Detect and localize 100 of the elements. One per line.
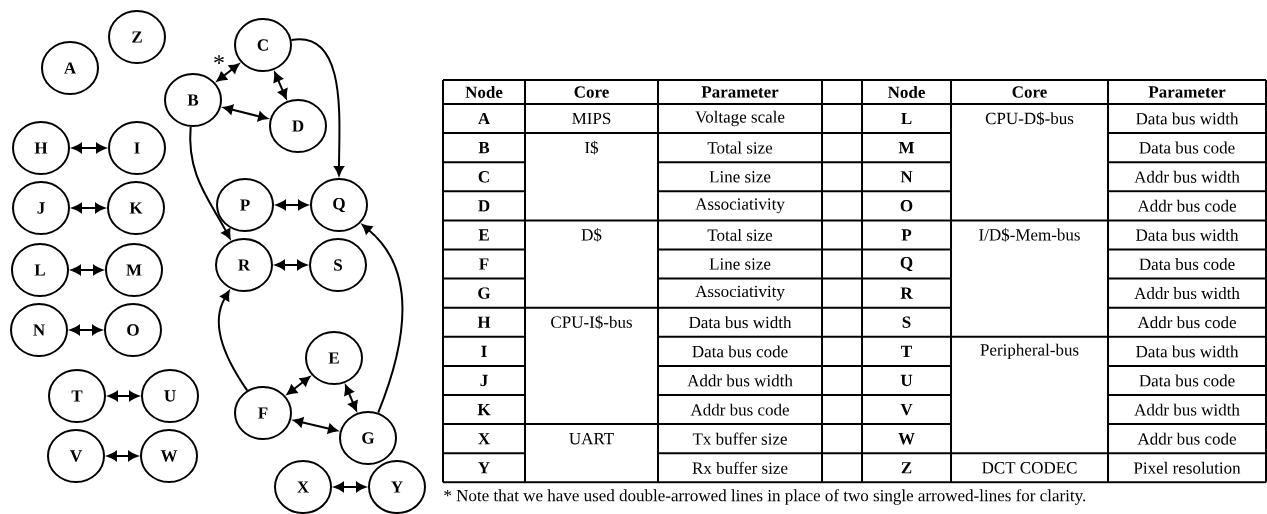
table-text: C (478, 171, 489, 183)
graph-node: G (339, 411, 397, 465)
arrow (290, 38, 344, 176)
arrow (273, 71, 288, 100)
table-text: I (481, 345, 487, 357)
table-text: F (479, 258, 489, 270)
table-text: Data bus code (1139, 374, 1235, 387)
table-text: Z (901, 462, 912, 474)
arrow (107, 451, 138, 461)
arrow (276, 200, 308, 210)
table-text: Associativity (695, 198, 785, 214)
table-text: L (901, 112, 912, 125)
arrow (293, 417, 338, 434)
graph-node: M (105, 243, 163, 297)
graph-node: X (274, 460, 332, 514)
table-text: Pixel resolution (1133, 461, 1241, 474)
table-text: H (477, 316, 491, 328)
graph-node: I (108, 121, 166, 175)
table-text: N (900, 171, 913, 183)
table-text: P (901, 229, 912, 241)
arrow (72, 143, 106, 153)
graph-node: P (216, 178, 274, 232)
footnote: * Note that we have used double-arrowed lines in place of two single arrowed-lines for clarity. (444, 489, 1086, 505)
table-text: Addr bus code (1137, 199, 1236, 212)
graph-node: D (269, 99, 327, 153)
graph-node: Q (310, 178, 368, 232)
arrow (334, 482, 366, 492)
column-header: Node (887, 86, 925, 98)
table-text: E (478, 229, 489, 241)
arrow (70, 325, 102, 335)
graph-node: U (141, 369, 199, 423)
table-text: T (901, 345, 912, 357)
graph-node: W (140, 429, 198, 483)
graph-node: T (48, 369, 106, 423)
table-text: Rx buffer size (692, 461, 788, 474)
arrow (108, 391, 139, 401)
graph-node: H (12, 121, 70, 175)
table-text: R (900, 287, 913, 299)
table-text: Addr bus code (690, 403, 789, 416)
column-header: Node (465, 86, 503, 98)
table-text: V (900, 403, 913, 416)
table-text: CPU-D$-bus (985, 111, 1074, 126)
column-header: Core (574, 86, 609, 98)
arrow (72, 203, 105, 213)
graph-node: S (309, 238, 367, 292)
arrow (217, 290, 249, 392)
arrow (71, 265, 103, 275)
table-text: K (477, 404, 491, 416)
table-text: A (478, 112, 490, 125)
column-header: Core (1012, 86, 1047, 98)
arrow (361, 224, 404, 414)
table-text: U (900, 374, 913, 387)
graph-node: R (215, 238, 273, 292)
table-text: DCT CODEC (982, 462, 1077, 474)
table-text: Total size (707, 228, 773, 241)
edge-label: * (212, 54, 226, 72)
table-text: Addr bus code (1137, 316, 1236, 329)
graph-node: E (305, 331, 363, 385)
arrow (286, 376, 311, 395)
arrow (275, 260, 307, 270)
graph-node: B (164, 73, 222, 127)
table-text: I$ (585, 140, 599, 155)
column-header: Parameter (1148, 86, 1226, 98)
table-text: Data bus code (1139, 258, 1235, 270)
table-text: Voltage scale (695, 110, 785, 127)
table-text: Data bus width (1136, 345, 1239, 358)
graph-node: K (107, 181, 165, 235)
table-text: Peripheral-bus (980, 343, 1079, 360)
arrow (223, 104, 268, 122)
table-text: M (898, 142, 915, 154)
table-text: Addr bus code (1137, 432, 1236, 445)
table-text: Addr bus width (1134, 403, 1240, 416)
table-text: MIPS (572, 112, 611, 125)
table-text: UART (569, 433, 614, 445)
table-text: S (902, 316, 911, 328)
table-text: Y (478, 462, 490, 474)
table-text: W (898, 433, 915, 445)
table-text: I/D$-Mem-bus (979, 228, 1080, 242)
table-text: D$ (581, 228, 602, 242)
table-text: Addr bus width (687, 374, 793, 387)
graph-node: F (234, 386, 292, 440)
graph-node: L (11, 243, 69, 297)
table-text: Data bus width (1136, 228, 1239, 241)
arrow (216, 63, 240, 82)
table-text: Addr bus width (1134, 287, 1240, 300)
graph-node: V (47, 429, 105, 483)
table-text: B (478, 142, 490, 154)
table-text: Data bus width (689, 316, 792, 329)
table-text: Data bus width (1136, 112, 1239, 125)
table-text: Addr bus width (1134, 170, 1240, 183)
table-text: X (478, 433, 490, 445)
table-text: J (480, 374, 488, 387)
arrow (189, 125, 231, 239)
table-text: Line size (709, 258, 771, 270)
table-text: D (478, 200, 490, 212)
table-text: Associativity (695, 285, 785, 301)
table-text: Data bus code (692, 345, 788, 358)
graph-node: N (10, 303, 68, 357)
arrow (344, 385, 358, 411)
table-text: Total size (707, 141, 773, 154)
